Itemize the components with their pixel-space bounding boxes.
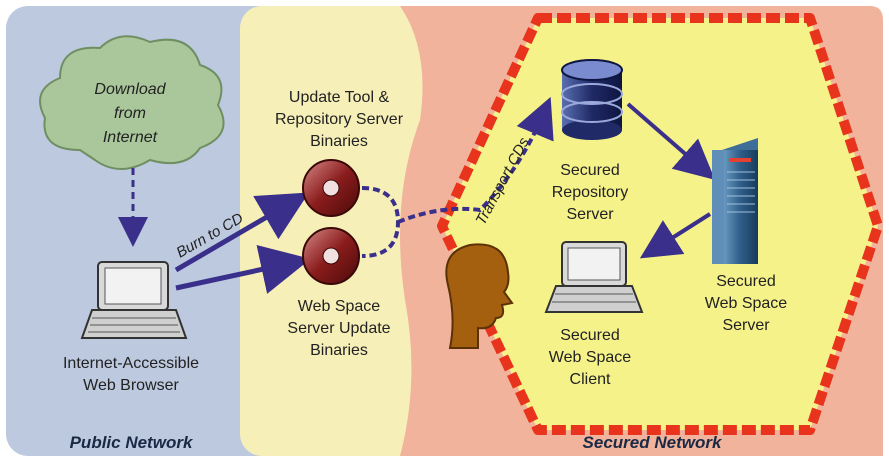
cd-bottom-label-line3: Binaries (310, 342, 368, 359)
cd-top-label-line1: Update Tool & (289, 89, 390, 106)
repo-label-line1: Secured (560, 162, 620, 179)
repo-label-line2: Repository (552, 184, 628, 201)
repo-label-line3: Server (566, 206, 614, 223)
burn-arrow-bottom (175, 244, 311, 294)
public-network-title: Public Network (70, 433, 194, 452)
burn-arrow-top (174, 192, 309, 273)
cd-bottom-icon (302, 227, 360, 285)
server-label-line3: Server (722, 317, 770, 334)
server-label-line2: Web Space (705, 295, 788, 312)
person-icon (445, 243, 514, 349)
repo-to-server-arrow (626, 102, 716, 180)
cloud-label-line2: from (114, 105, 146, 122)
cd-bottom-label-line1: Web Space (298, 298, 381, 315)
cd-top-label-line3: Binaries (310, 133, 368, 150)
server-tower-icon (712, 138, 758, 264)
server-to-client-arrow (639, 212, 712, 259)
cloud-label-line3: Internet (103, 129, 158, 146)
cd-bottom-label-line2: Server Update (287, 320, 390, 337)
server-label-line1: Secured (716, 273, 776, 290)
cd-top-label-line2: Repository Server (275, 111, 404, 128)
client-laptop-icon (544, 241, 644, 313)
laptop-icon (80, 261, 188, 339)
browser-label-line1: Internet-Accessible (63, 355, 199, 372)
client-label-line2: Web Space (549, 349, 632, 366)
cloud-label-line1: Download (94, 81, 166, 98)
cd-top-icon (302, 159, 360, 217)
secured-network-title: Secured Network (583, 433, 723, 452)
cloud-icon (39, 35, 225, 170)
client-label-line3: Client (570, 371, 611, 388)
transport-link (361, 108, 546, 258)
client-label-line1: Secured (560, 327, 620, 344)
browser-label-line2: Web Browser (83, 377, 179, 394)
database-icon (561, 59, 623, 140)
